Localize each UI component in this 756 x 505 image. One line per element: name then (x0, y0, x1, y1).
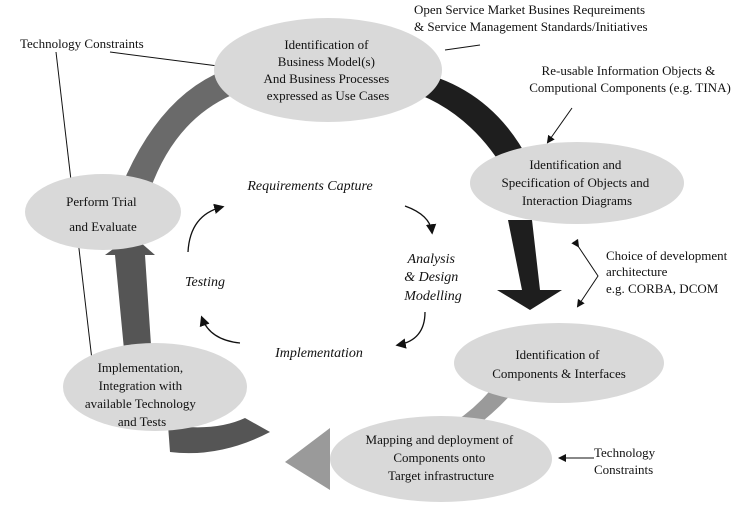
inner-arrow-analysis-to-impl (395, 311, 426, 349)
node-objects-spec (470, 142, 684, 224)
inner-label-implementation: Implementation (274, 346, 363, 361)
connector-open-service (444, 44, 481, 51)
inner-label-requirements: Requirements Capture (246, 179, 372, 194)
connector-tech-left (109, 51, 219, 67)
node-implementation (63, 343, 247, 431)
arc-implementation-to-trial (168, 418, 270, 454)
arc-trial-to-business (122, 70, 232, 190)
annotation-tech-constraints-right: Technology Constraints (594, 445, 658, 477)
node-trial-text: Perform Trial and Evaluate (66, 194, 140, 234)
arc-objects-to-components (497, 220, 562, 310)
node-trial (25, 174, 181, 250)
inner-label-testing: Testing (185, 275, 225, 290)
node-mapping (330, 416, 552, 502)
arc-trial-up (105, 235, 155, 360)
inner-arrow-testing-to-req (187, 203, 225, 253)
node-implementation-text: Implementation, Integration with availab… (85, 360, 199, 429)
inner-arrow-req-to-analysis (404, 205, 437, 235)
node-objects-spec-text: Identification and Specification of Obje… (502, 157, 653, 208)
inner-label-analysis: Analysis & Design Modelling (403, 252, 462, 304)
annotation-reusable: Re-usable Information Objects & Computio… (529, 63, 731, 95)
annotation-open-service: Open Service Market Busines Requreiments… (414, 2, 648, 34)
arc-mapping-to-implementation (285, 428, 330, 490)
inner-arrow-impl-to-testing (199, 315, 241, 344)
annotation-choice-architecture: Choice of development architecture e.g. … (606, 248, 731, 296)
node-mapping-text: Mapping and deployment of Components ont… (366, 432, 517, 483)
annotation-tech-constraints-left: Technology Constraints (20, 36, 144, 51)
node-components-text: Identification of Components & Interface… (492, 347, 626, 381)
node-components (454, 323, 664, 403)
connector-choice (571, 238, 599, 308)
connector-reusable (546, 107, 573, 144)
node-business-model-text: Identification of Business Model(s) And … (264, 37, 393, 103)
node-business-model (214, 18, 442, 122)
